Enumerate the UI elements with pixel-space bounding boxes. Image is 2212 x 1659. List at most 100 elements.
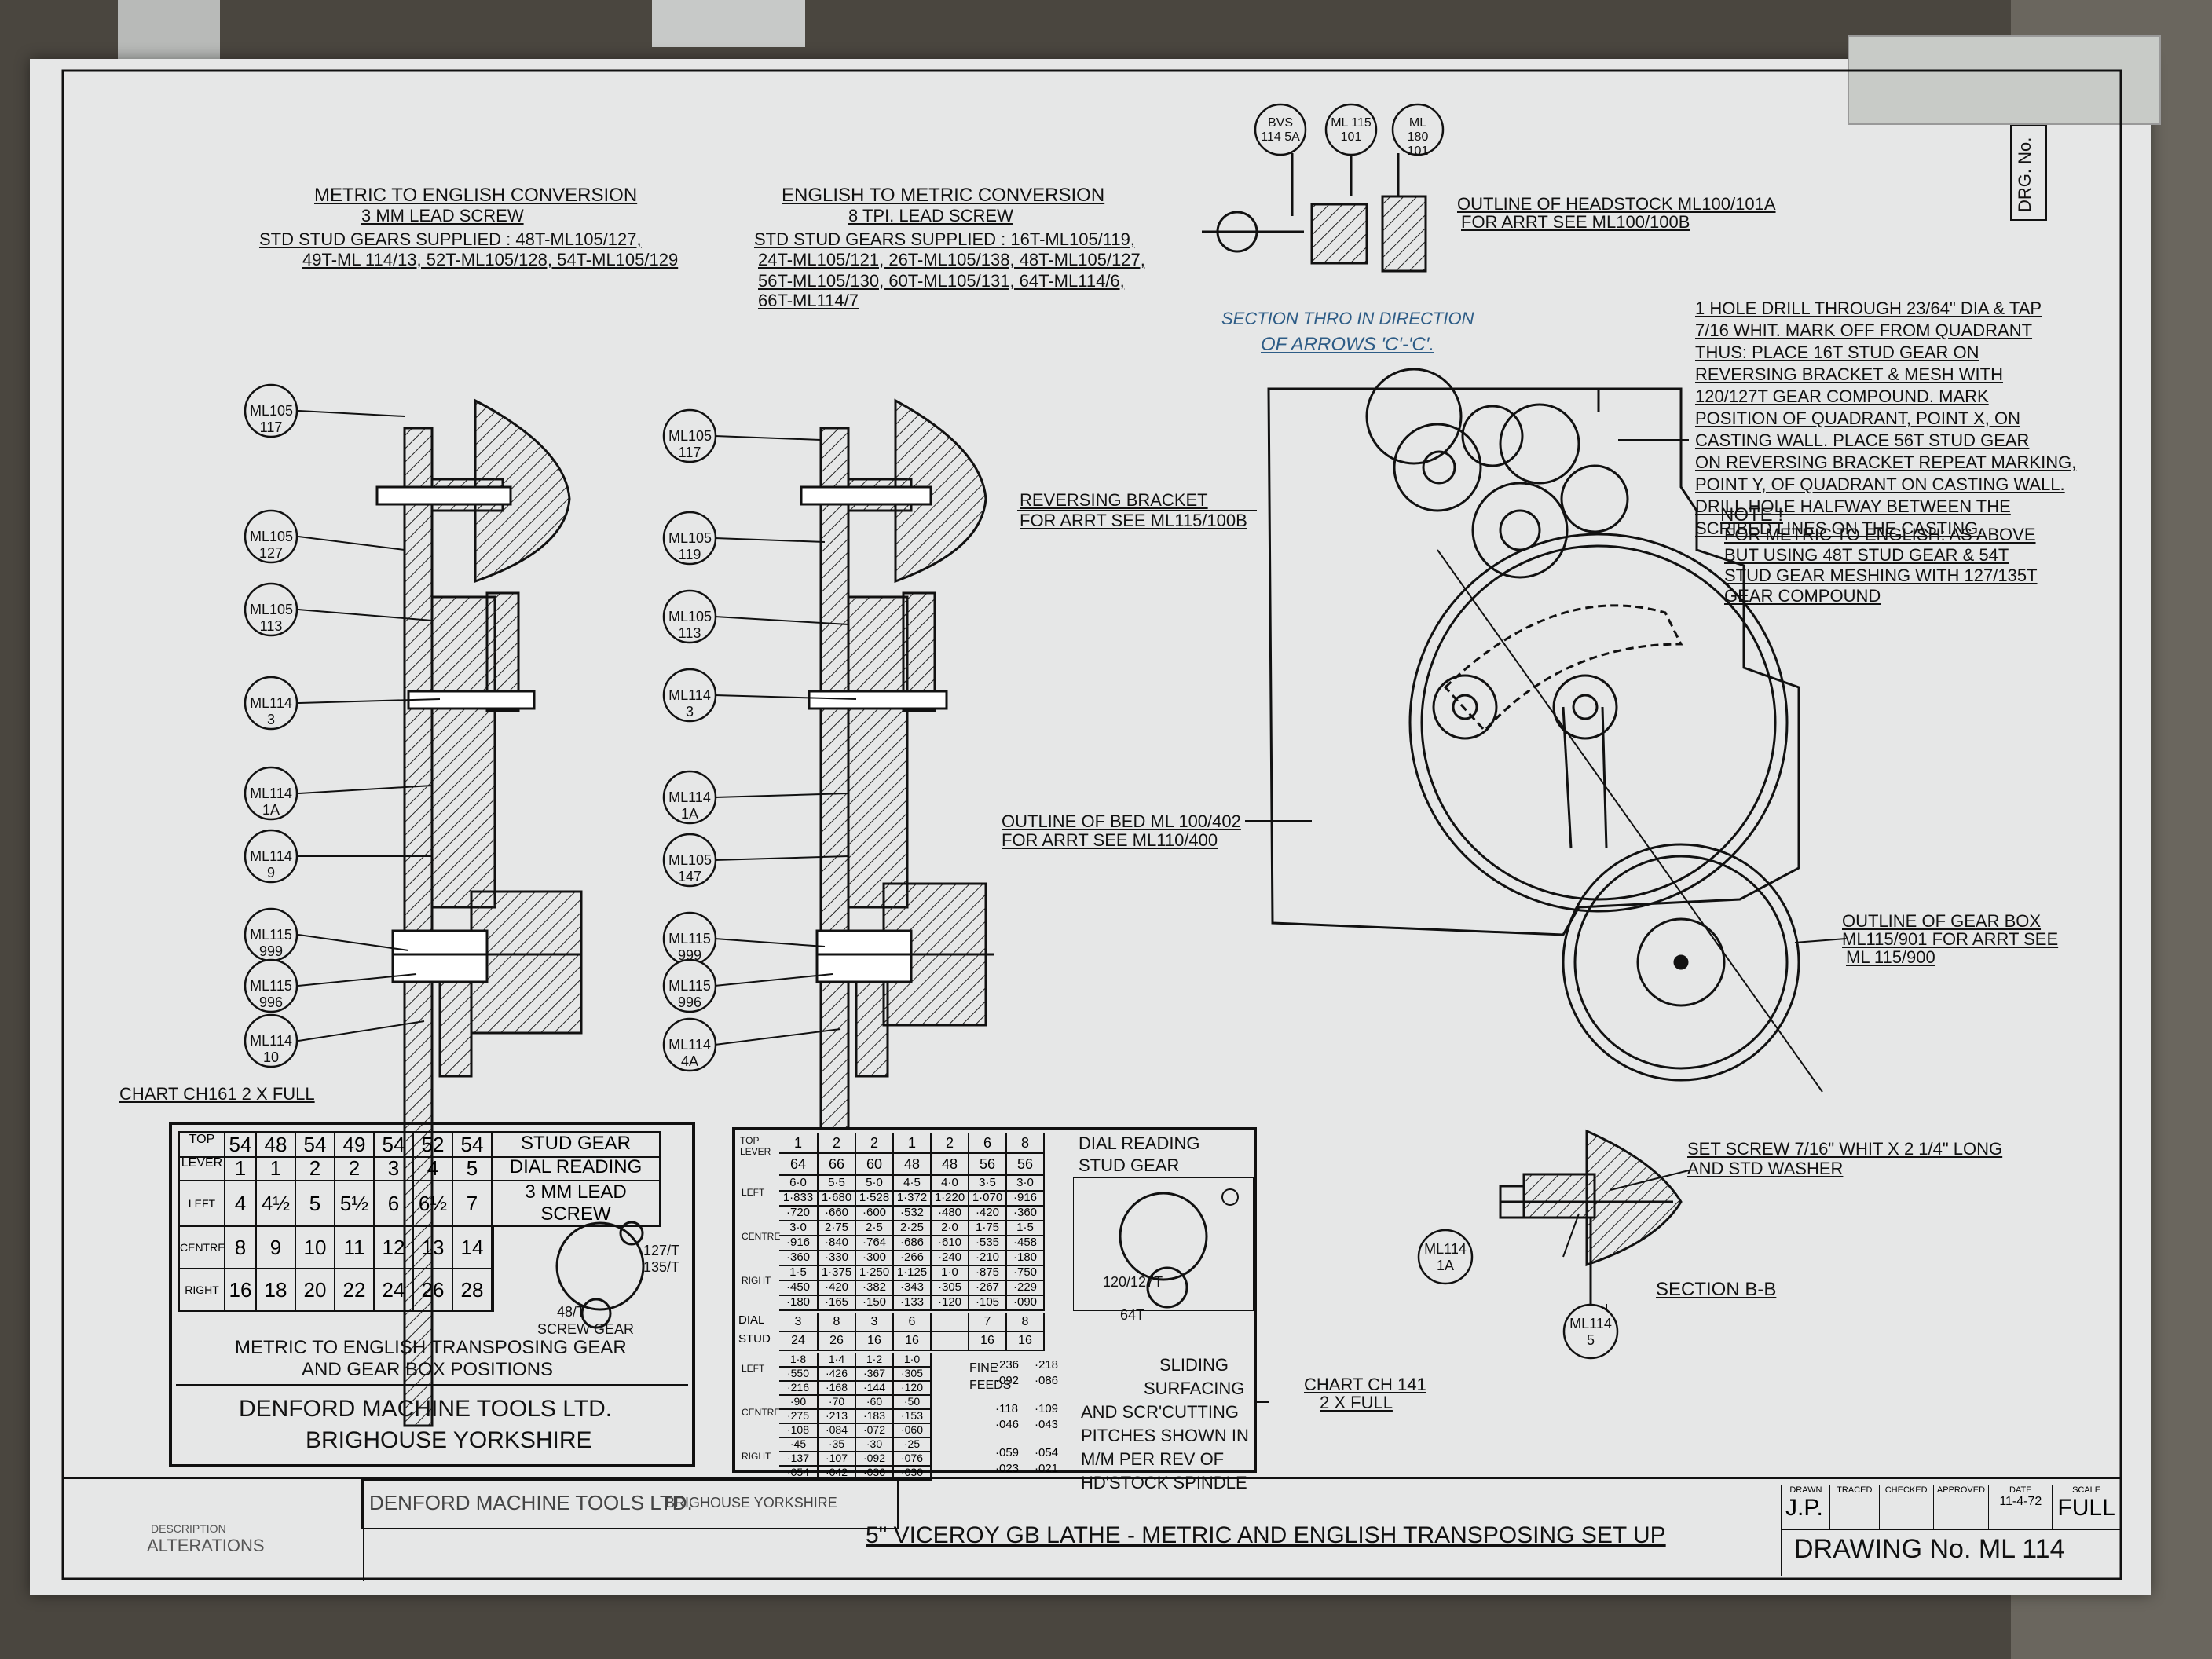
plate2-row: ·216·168·144·120 [779, 1381, 932, 1396]
company-stamp [361, 1479, 899, 1529]
plate2-cell: 6·0 [779, 1176, 819, 1190]
plate2-cell: 48 [894, 1154, 932, 1174]
bed-outline-1: OUTLINE OF BED ML 100/402 [1002, 811, 1241, 831]
plate2-top-lever: TOP LEVER [740, 1135, 771, 1157]
drill-note-line: SCRIBED LINES ON THE CASTING. [1695, 518, 1983, 538]
plate2-cell: ·330 [819, 1251, 856, 1265]
plate1-gear-label: 127/T 135/T [643, 1243, 680, 1275]
plate1-side-label: LEFT [180, 1181, 225, 1225]
metric-to-english-note-2: 49T-ML 114/13, 52T-ML105/128, 54T-ML105/… [302, 250, 679, 269]
plate1-screw-gear: SCREW GEAR [537, 1321, 635, 1337]
reversing-bracket-2: FOR ARRT SEE ML115/100B [1020, 511, 1247, 530]
english-to-metric-note-3: 56T-ML105/130, 60T-ML105/131, 64T-ML114/… [758, 271, 1125, 291]
plate2-cell: ·229 [1007, 1280, 1045, 1295]
plate2-cell: 16 [969, 1332, 1007, 1350]
plate2-cell: 1·125 [894, 1265, 932, 1280]
plate2-cell: 1·375 [819, 1265, 856, 1280]
plate2-cell: 1·070 [969, 1191, 1007, 1205]
plate1-cell: 54 [225, 1133, 257, 1156]
plate2-cell: ·076 [894, 1452, 932, 1465]
plate1-maker-2: BRIGHOUSE YORKSHIRE [306, 1427, 592, 1453]
plate2-cell: ·305 [894, 1367, 932, 1380]
plate1-cell: 48 [257, 1133, 296, 1156]
plate2-cell: 1·8 [779, 1353, 819, 1366]
signoff-cell: CHECKED [1880, 1485, 1934, 1529]
plate2-row: ·550·426·367·305 [779, 1367, 932, 1382]
plate2-cell: 1 [779, 1133, 819, 1152]
plate1-row-label: LEVER [180, 1156, 225, 1180]
balloons [244, 103, 1619, 1360]
clip-right [1848, 35, 2161, 125]
chart-ch141-label-1: CHART CH 141 [1304, 1375, 1426, 1394]
drill-note-line: CASTING WALL. PLACE 56T STUD GEAR [1695, 430, 2030, 450]
plate2-cell: ·150 [856, 1295, 894, 1309]
plate2-fine-cell: ·218 [1035, 1358, 1059, 1372]
plate2-legend-line: SURFACING [1144, 1379, 1245, 1398]
plate2-cell: 2·25 [894, 1221, 932, 1235]
plate2-cell: 2 [819, 1133, 856, 1152]
plate2-cell: ·090 [1007, 1295, 1045, 1309]
plate2-cell: ·875 [969, 1265, 1007, 1280]
plate2-cell: 1·0 [894, 1353, 932, 1366]
reversing-bracket-1: REVERSING BRACKET [1020, 490, 1208, 510]
plate2-cell: ·137 [779, 1452, 819, 1465]
plate2-cell: ·165 [819, 1295, 856, 1309]
plate2-cell [932, 1313, 969, 1331]
plate2-cell: 3·5 [969, 1176, 1007, 1190]
plate2-cell: 1 [894, 1133, 932, 1152]
section-bb-label: SECTION B-B [1656, 1279, 1777, 1300]
plate2-cell: ·360 [1007, 1206, 1045, 1220]
plate2-legend: SLIDING SURFACING AND SCR'CUTTING PITCHE… [1081, 1355, 1249, 1493]
plate2-cell: 6 [894, 1313, 932, 1331]
balloon-label: ML 180 101 [1407, 116, 1429, 158]
plate2-cell: ·916 [1007, 1191, 1045, 1205]
date-label: DATE [2009, 1485, 2032, 1495]
plate2-fine-cell: ·043 [1035, 1418, 1059, 1431]
plate1-cell: 4 [225, 1181, 257, 1225]
plate2-cell: ·60 [856, 1395, 894, 1408]
balloon-label: ML114 3 [668, 687, 711, 720]
plate2-cell: 1·680 [819, 1191, 856, 1205]
plate1-gear-sketch [555, 1221, 645, 1329]
plate1-cell: 49 [335, 1133, 375, 1156]
leader-lines [298, 410, 1847, 1403]
plate1-cell: 1 [257, 1156, 296, 1180]
plate2-fine-cell: ·236 [995, 1358, 1020, 1372]
plate2-row: ·137·107·092·076 [779, 1452, 932, 1467]
plate2-cell: ·458 [1007, 1236, 1045, 1250]
plate2-cell: ·300 [856, 1251, 894, 1265]
plate2-cell: ·764 [856, 1236, 894, 1250]
plate1-cell: 22 [335, 1269, 375, 1310]
plate2-cell: 1·528 [856, 1191, 894, 1205]
english-to-metric-note-2: 24T-ML105/121, 26T-ML105/138, 48T-ML105/… [758, 250, 1145, 269]
plate2-cell: ·45 [779, 1437, 819, 1451]
plate2-cell: 64 [779, 1154, 819, 1174]
plate2-gear-b: 64T [1120, 1307, 1145, 1323]
description-label: DESCRIPTION [151, 1522, 226, 1535]
balloon-label: ML105 119 [668, 530, 712, 562]
plate1-cell: 10 [296, 1227, 335, 1268]
plate2-cell: ·240 [932, 1251, 969, 1265]
plate2-fine-cell: ·021 [1035, 1462, 1059, 1475]
plate2-cell: 4·0 [932, 1176, 969, 1190]
plate1-cell: 20 [296, 1269, 335, 1310]
plate2-cell: ·660 [819, 1206, 856, 1220]
signoff-cell: APPROVED [1934, 1485, 1990, 1529]
plate2-fine-cell: ·023 [995, 1462, 1020, 1475]
plate2-cell: ·70 [819, 1395, 856, 1408]
plate2-side-label: LEFT [742, 1187, 765, 1198]
plate1-cell: 18 [257, 1269, 296, 1310]
plate2-cell: ·25 [894, 1437, 932, 1451]
plate2-cell: ·532 [894, 1206, 932, 1220]
plate2-cell: 5·0 [856, 1176, 894, 1190]
plate2-cell: ·360 [779, 1251, 819, 1265]
plate2-gear-a: 120/127T [1103, 1274, 1163, 1290]
